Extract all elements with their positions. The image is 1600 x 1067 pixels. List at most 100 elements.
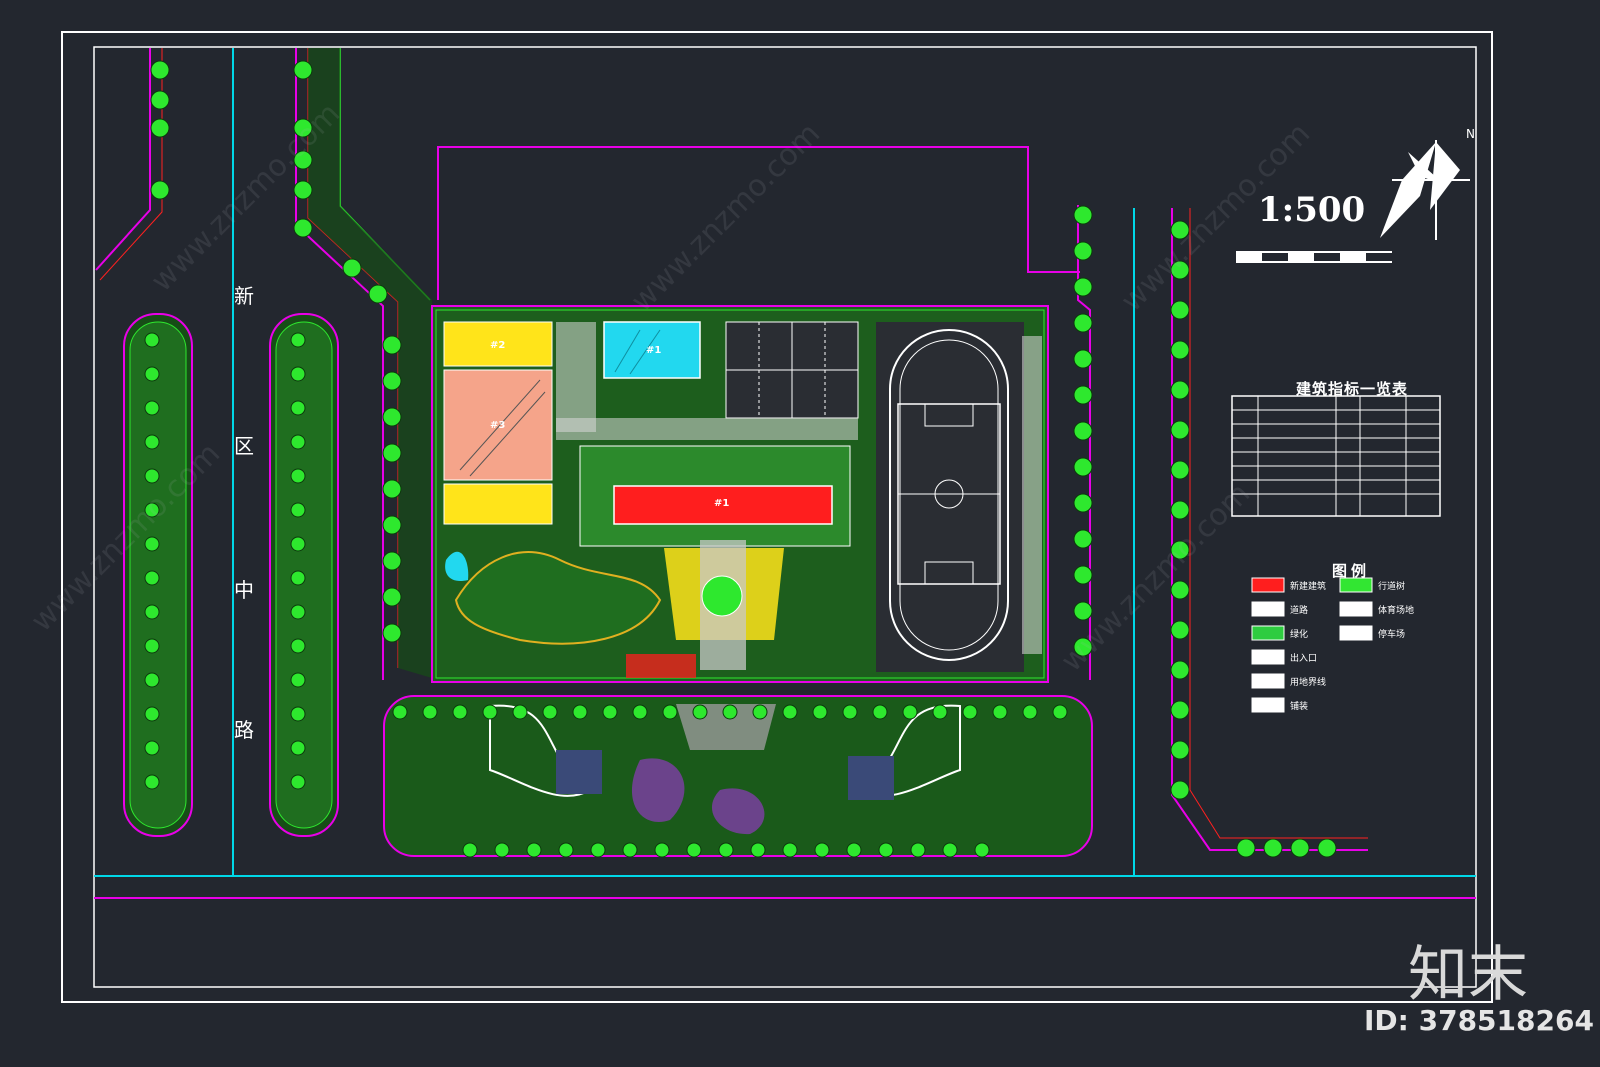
tree-symbol [1022,704,1038,720]
tree-symbol [290,638,306,654]
tree-symbol [846,842,862,858]
tree-symbol [932,704,948,720]
legend-swatch [1251,697,1285,713]
tree-symbol [293,118,313,138]
tree-symbol [590,842,606,858]
scale-bar [1236,251,1392,263]
legend-item-label: 用地界线 [1290,678,1327,688]
tree-symbol [150,118,170,138]
tree-symbol [542,704,558,720]
legend-item-label: 出入口 [1290,654,1318,664]
road-right-edge [295,48,384,680]
tree-symbol [150,180,170,200]
tree-symbol [1073,637,1093,657]
tree-symbol [392,704,408,720]
tree-symbol [144,672,160,688]
tree-symbol [812,704,828,720]
tree-symbol [842,704,858,720]
tree-symbol [290,400,306,416]
tree-symbol [1073,493,1093,513]
tree-symbol [1073,457,1093,477]
indicator-table-title: 建筑指标一览表 [1296,380,1409,398]
tree-symbol [572,704,588,720]
tree-symbol [722,704,738,720]
tree-symbol [1073,277,1093,297]
tree-symbol [512,704,528,720]
front-green-belt [383,695,1093,857]
tree-symbol [1170,300,1190,320]
tree-symbol [382,623,402,643]
tree-symbol [632,704,648,720]
tree-symbol [342,258,362,278]
legend-swatch [1251,673,1285,689]
road-left-edge [95,48,151,271]
legend-item-label: 铺装 [1290,702,1309,712]
pavilion-left [556,750,602,794]
tree-symbol [962,704,978,720]
tree-symbol [992,704,1008,720]
tree-symbol [1170,380,1190,400]
court-yellow-top [443,321,553,367]
tree-symbol [1073,385,1093,405]
tree-symbol [144,366,160,382]
sidewalk-planting [308,48,432,678]
tree-symbol [692,704,708,720]
tree-symbol [144,468,160,484]
north-plot-boundary [437,146,1080,300]
court-salmon [443,369,553,481]
tree-symbol [1170,780,1190,800]
tree-symbol [942,842,958,858]
road-name-char-1: 新 [234,284,254,308]
tree-symbol [974,842,990,858]
building-label-court-top: #2 [490,340,506,351]
road-name-char-3: 中 [234,578,254,602]
watermark-brand: 知末 [1408,940,1528,1010]
tree-symbol [1170,740,1190,760]
east-road-edge [1171,208,1368,851]
tree-symbol [494,842,510,858]
tree-symbol [622,842,638,858]
tree-symbol [782,704,798,720]
legend-swatch [1251,577,1285,593]
building-label-pool: #1 [646,345,662,356]
tree-symbol [1073,421,1093,441]
scale-label: 1:500 [1258,190,1366,230]
tree-rows [144,60,1337,858]
tree-symbol [1073,241,1093,261]
tree-symbol [1170,420,1190,440]
tree-symbol [558,842,574,858]
tree-symbol [1073,565,1093,585]
stands [1022,336,1042,654]
tree-symbol [293,60,313,80]
tree-symbol [150,90,170,110]
tree-symbol [452,704,468,720]
tree-symbol [1170,580,1190,600]
watermark-id: ID: 378518264 [1364,1004,1594,1037]
tree-symbol [290,774,306,790]
tree-symbol [1073,601,1093,621]
tree-symbol [872,704,888,720]
indicator-table [1231,395,1441,517]
tree-symbol [662,704,678,720]
legend-item-label: 道路 [1290,606,1309,616]
tree-symbol [290,332,306,348]
road-name-char-2: 区 [234,434,254,458]
tree-symbol [293,218,313,238]
tree-symbol [1170,220,1190,240]
tree-symbol [144,536,160,552]
outer-frame [61,31,1493,1003]
tree-symbol [144,434,160,450]
legend-item-label: 新建建筑 [1290,582,1327,592]
tree-symbol [526,842,542,858]
tree-symbol [290,366,306,382]
tree-symbol [382,371,402,391]
tree-symbol [144,332,160,348]
north-arrow-icon [1380,140,1470,240]
tree-symbol [1170,620,1190,640]
legend-item-label: 体育场地 [1378,606,1415,616]
tree-symbol [382,587,402,607]
road-name-char-4: 路 [234,718,254,742]
tree-symbol [1170,260,1190,280]
road-left-inner [99,48,163,281]
tree-symbol [718,842,734,858]
